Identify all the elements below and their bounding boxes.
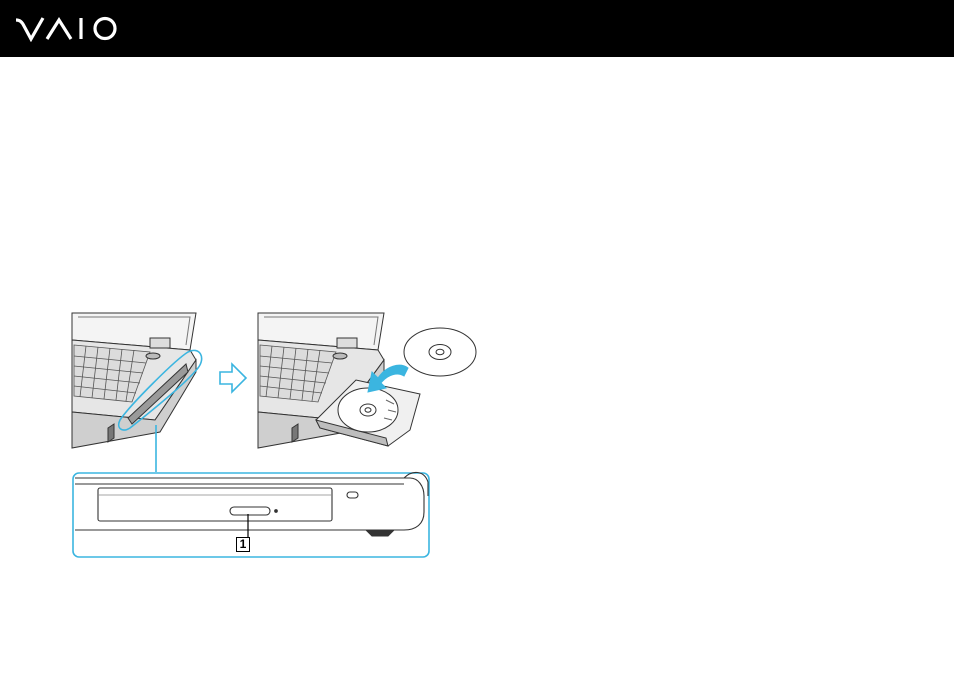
laptop-open-drive	[258, 313, 476, 448]
laptop-closed-drive	[72, 313, 196, 448]
next-step-arrow-icon	[220, 364, 246, 392]
callout-label-1: 1	[236, 537, 250, 552]
